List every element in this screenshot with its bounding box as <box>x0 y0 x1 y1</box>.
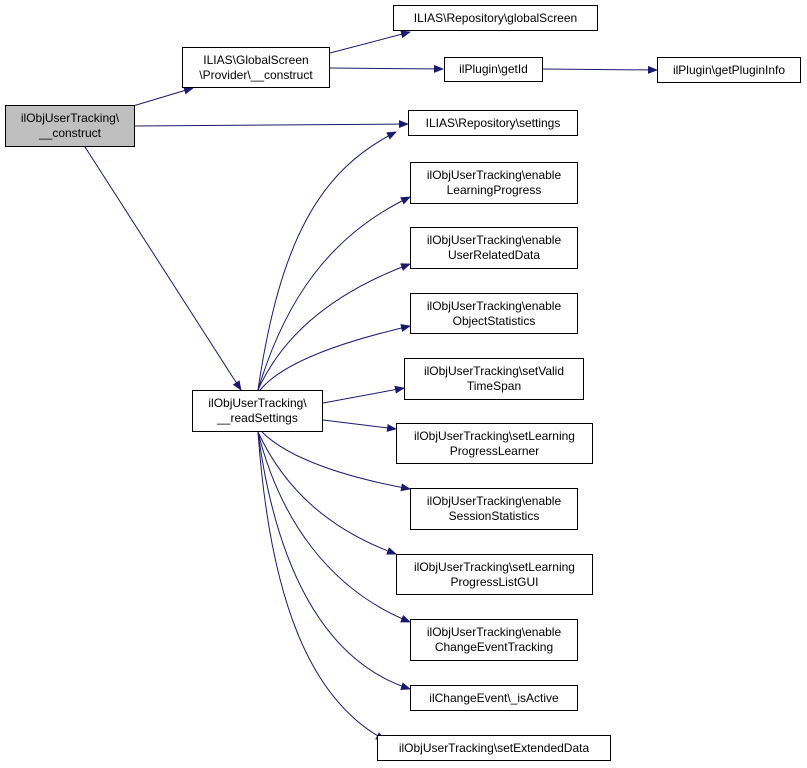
node-enable-os-line2: ObjectStatistics <box>452 313 536 328</box>
node-provider-construct[interactable]: ILIAS\GlobalScreen \Provider\__construct <box>182 47 330 88</box>
node-set-learning-progress-list-gui[interactable]: ilObjUserTracking\setLearning ProgressLi… <box>396 554 593 595</box>
node-read-settings-line1: ilObjUserTracking\ <box>208 396 307 410</box>
node-set-extended-data[interactable]: ilObjUserTracking\setExtendedData <box>377 735 611 761</box>
edge-readsettings-to-enable-lp <box>257 196 411 391</box>
node-enable-session-statistics[interactable]: ilObjUserTracking\enable SessionStatisti… <box>410 488 578 530</box>
node-read-settings-line2: __readSettings <box>217 411 298 425</box>
node-enable-user-related-data[interactable]: ilObjUserTracking\enable UserRelatedData <box>410 227 578 269</box>
edge-construct-to-readsettings <box>84 146 242 391</box>
node-is-active-line1: ilChangeEvent\_isActive <box>429 690 559 705</box>
node-enable-change-event-tracking[interactable]: ilObjUserTracking\enable ChangeEventTrac… <box>410 619 578 661</box>
edge-getid-to-getplugininfo <box>542 65 658 74</box>
node-enable-ss-line2: SessionStatistics <box>448 509 540 523</box>
node-enable-urd-line1: ilObjUserTracking\enable <box>426 233 562 247</box>
node-enable-learning-progress[interactable]: ilObjUserTracking\enable LearningProgres… <box>410 162 578 204</box>
node-set-lpl-line2: ProgressLearner <box>449 443 540 458</box>
node-plugin-get-info-line1: ilPlugin\getPluginInfo <box>672 62 786 77</box>
edge-readsettings-to-enable-ss <box>261 431 411 492</box>
node-construct[interactable]: ilObjUserTracking\ __construct <box>5 105 135 147</box>
edge-readsettings-to-setlplg <box>257 431 397 555</box>
node-read-settings[interactable]: ilObjUserTracking\ __readSettings <box>192 390 323 432</box>
node-global-screen-line1: ILIAS\Repository\globalScreen <box>413 10 578 25</box>
node-construct-line1: ilObjUserTracking\ <box>20 111 120 125</box>
node-plugin-get-info[interactable]: ilPlugin\getPluginInfo <box>657 57 801 83</box>
edge-provider-to-getid <box>329 64 444 73</box>
edge-readsettings-to-setvalid <box>322 385 405 404</box>
edge-readsettings-to-enable-cet <box>257 431 411 623</box>
edge-construct-to-settings <box>134 120 409 129</box>
node-provider-line1: ILIAS\GlobalScreen <box>203 52 309 67</box>
node-provider-line2: \Provider\__construct <box>199 67 313 82</box>
node-set-learning-progress-learner[interactable]: ilObjUserTracking\setLearning ProgressLe… <box>396 423 593 464</box>
node-set-lpl-line1: ilObjUserTracking\setLearning <box>414 428 575 443</box>
node-enable-object-statistics[interactable]: ilObjUserTracking\enable ObjectStatistic… <box>410 293 578 334</box>
node-construct-line2: __construct <box>38 126 102 140</box>
node-enable-lp-line2: LearningProgress <box>446 183 542 197</box>
node-enable-urd-line2: UserRelatedData <box>447 248 541 262</box>
node-set-ext-line1: ilObjUserTracking\setExtendedData <box>398 740 590 755</box>
node-repository-settings[interactable]: ILIAS\Repository\settings <box>408 110 578 136</box>
edge-readsettings-to-isactive <box>257 431 411 691</box>
edge-readsettings-to-settings <box>257 131 397 391</box>
edge-readsettings-to-enable-urd <box>257 263 411 391</box>
node-enable-ss-line1: ilObjUserTracking\enable <box>426 494 562 508</box>
node-repository-settings-line1: ILIAS\Repository\settings <box>425 115 561 130</box>
node-set-valid-line1: ilObjUserTracking\setValid <box>423 364 565 378</box>
edge-readsettings-to-setlpl <box>322 419 397 432</box>
node-enable-lp-line1: ilObjUserTracking\enable <box>426 168 562 182</box>
node-set-lplg-line1: ilObjUserTracking\setLearning <box>414 559 575 574</box>
node-enable-cet-line2: ChangeEventTracking <box>434 640 554 654</box>
node-set-valid-time-span[interactable]: ilObjUserTracking\setValid TimeSpan <box>404 358 584 400</box>
edge-provider-to-globalscreen <box>329 30 411 54</box>
edge-readsettings-to-enable-os <box>259 324 411 391</box>
node-enable-os-line1: ilObjUserTracking\enable <box>426 298 562 313</box>
node-set-lplg-line2: ProgressListGUI <box>450 574 539 589</box>
node-set-valid-line2: TimeSpan <box>466 379 522 393</box>
node-plugin-get-id-line1: ilPlugin\getId <box>459 62 528 76</box>
node-global-screen[interactable]: ILIAS\Repository\globalScreen <box>393 5 598 31</box>
node-enable-cet-line1: ilObjUserTracking\enable <box>426 625 562 639</box>
edge-readsettings-to-setextendeddata <box>257 431 386 741</box>
node-change-event-is-active[interactable]: ilChangeEvent\_isActive <box>410 685 578 711</box>
edge-construct-to-provider <box>132 86 194 107</box>
node-plugin-get-id[interactable]: ilPlugin\getId <box>444 57 543 82</box>
